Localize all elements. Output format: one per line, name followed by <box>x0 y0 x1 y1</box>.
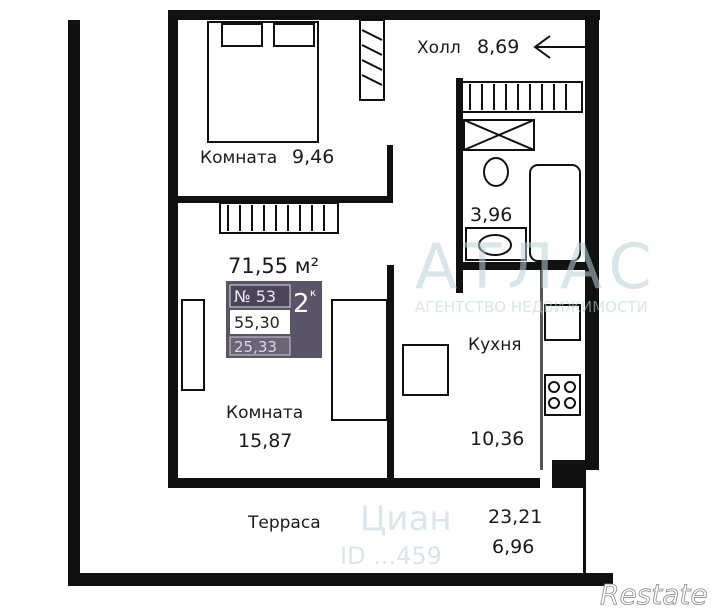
other-area: 25,33 <box>234 338 277 356</box>
kitchen-sink <box>544 304 581 341</box>
bathroom-area: 3,96 <box>470 204 512 226</box>
sofa <box>331 299 388 421</box>
bed <box>207 21 319 143</box>
agency-logo: АТЛАС <box>415 230 658 303</box>
radiator <box>181 299 205 391</box>
hall-label: Холл <box>417 38 461 58</box>
bedroom-label: Комната <box>200 148 277 168</box>
hall-wardrobe <box>461 81 583 113</box>
watermark-agency: АТЛАС АГЕНТСТВО НЕДВИЖИМОСТИ <box>415 230 658 316</box>
living-room-label: Комната <box>226 403 303 423</box>
agency-tagline: АГЕНТСТВО НЕДВИЖИМОСТИ <box>415 298 648 316</box>
cian-logo: Циан <box>360 499 452 539</box>
living-area: 55,30 <box>234 313 280 332</box>
kitchen-area: 10,36 <box>470 428 524 450</box>
wardrobe-hatching <box>227 29 567 231</box>
total-area: 71,55 м² <box>228 254 319 278</box>
terrace-area-total: 23,21 <box>488 506 542 528</box>
furniture <box>181 19 583 421</box>
restate-logo: Restate <box>600 578 708 610</box>
pillow <box>273 23 315 47</box>
svg-text:Restate: Restate <box>600 578 708 610</box>
kitchen-label: Кухня <box>468 335 522 355</box>
dining-table <box>402 344 449 396</box>
watermark-cian: Циан ID ...459 <box>340 499 452 570</box>
apartment-card: 71,55 м² № 53 2 к 55,30 25,33 <box>226 254 322 358</box>
walls <box>68 10 613 586</box>
toilet <box>483 157 509 187</box>
entrance-arrow-icon <box>533 35 590 59</box>
rooms-count: 2 <box>293 289 310 319</box>
wardrobe-room <box>219 202 339 234</box>
pillow <box>221 23 263 47</box>
rooms-suffix: к <box>310 288 316 299</box>
bedroom-area: 9,46 <box>292 146 334 168</box>
terrace-area-reduced: 6,96 <box>492 536 534 558</box>
cian-id: ID ...459 <box>340 542 442 570</box>
sink <box>478 234 512 256</box>
apartment-number: № 53 <box>234 287 276 306</box>
hall-area: 8,69 <box>477 36 519 58</box>
bathtub <box>529 164 581 262</box>
wardrobe-bedroom <box>359 19 385 101</box>
sink-cabinet <box>465 227 527 261</box>
washing-machine <box>463 119 535 151</box>
living-room-area: 15,87 <box>238 430 292 452</box>
stove <box>544 374 581 416</box>
terrace-label: Терраса <box>247 513 321 533</box>
